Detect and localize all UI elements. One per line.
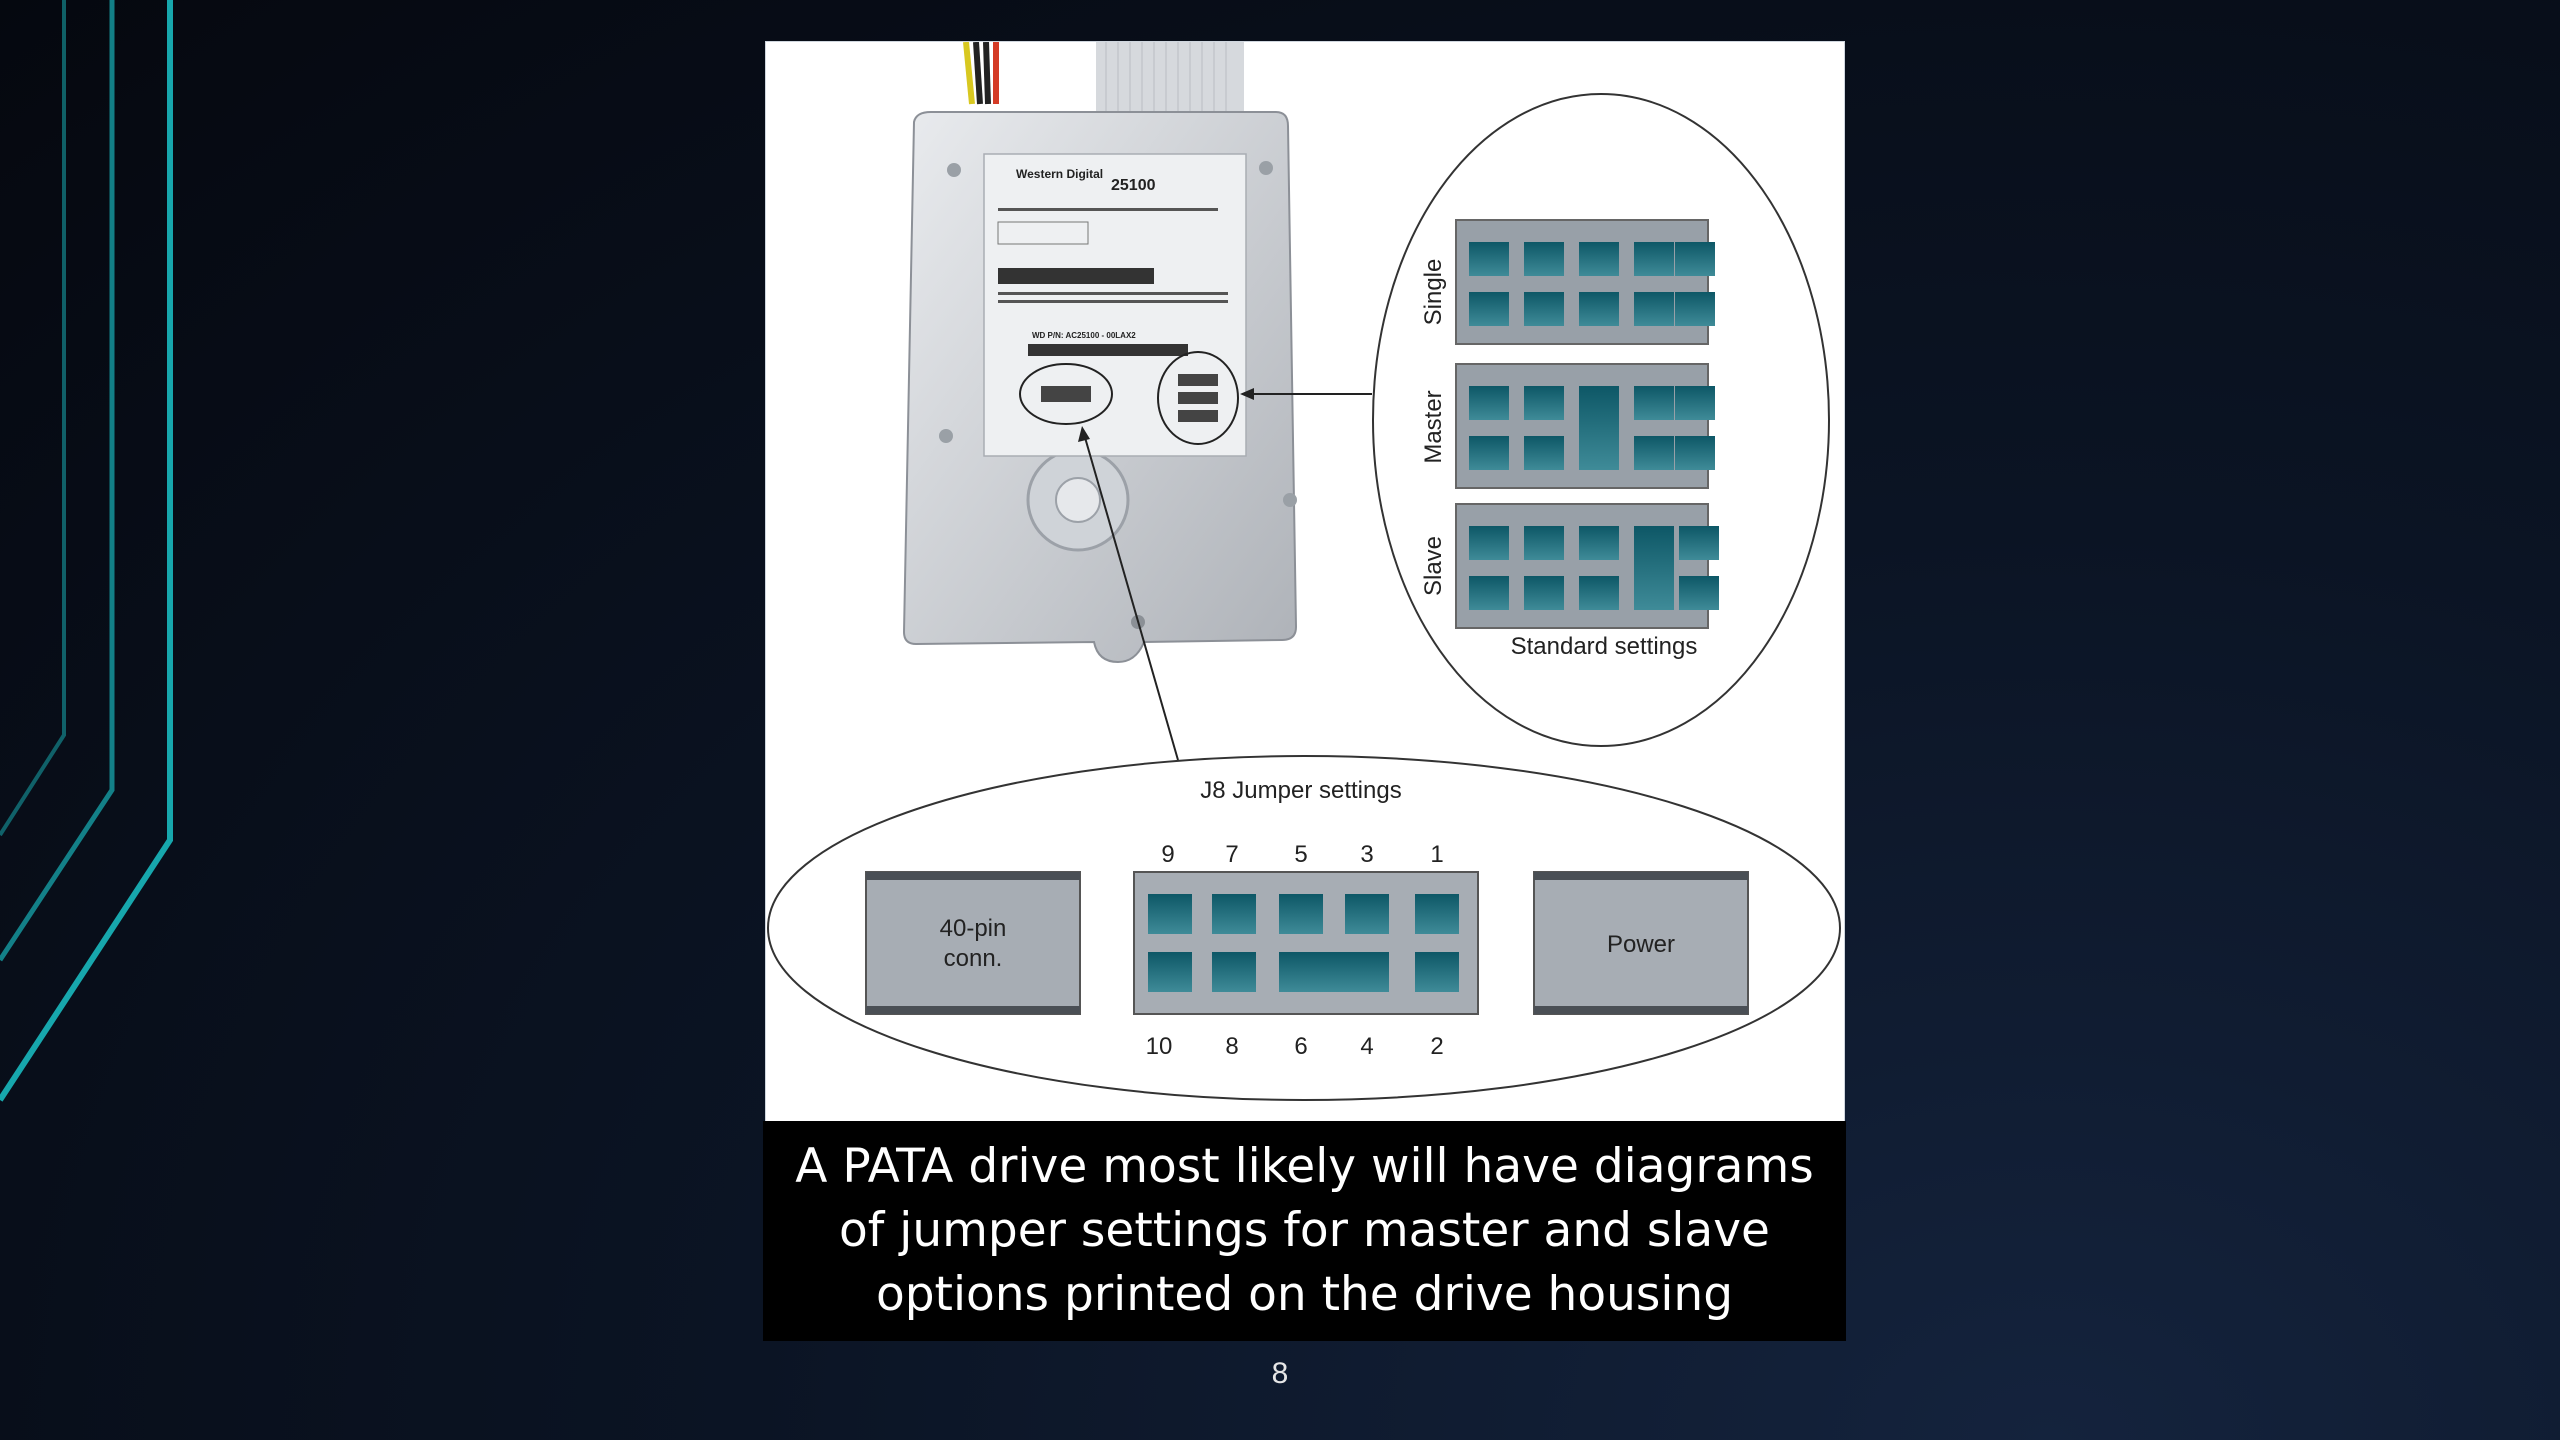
connector-label: Power <box>1607 931 1675 958</box>
pin-number: 6 <box>1294 1033 1307 1060</box>
arrowhead <box>1078 426 1090 442</box>
pin-number: 2 <box>1430 1033 1443 1060</box>
j8-jumper-block: 9 7 5 3 1 10 8 6 4 2 <box>1133 841 1479 1060</box>
ribbon-cable <box>1096 42 1244 118</box>
pin-number: 3 <box>1360 841 1373 868</box>
screw <box>947 163 961 177</box>
pin-number: 1 <box>1430 841 1443 868</box>
page-number: 8 <box>1271 1357 1289 1390</box>
slide-caption: A PATA drive most likely will have diagr… <box>795 1139 1814 1322</box>
hard-drive: Western Digital 25100 WD P/N: AC25100 - … <box>902 111 1298 664</box>
arrow-to-j8 <box>1083 433 1179 761</box>
pin-number: 5 <box>1294 841 1307 868</box>
pin-number: 9 <box>1161 841 1174 868</box>
connector-40-pin: 40-pin conn. <box>865 871 1081 1015</box>
screw <box>1259 161 1273 175</box>
drive-brand: Western Digital <box>1016 167 1103 181</box>
j8-settings-title: J8 Jumper settings <box>1200 777 1401 804</box>
setting-master: Master <box>1420 363 1715 489</box>
pin-number: 4 <box>1360 1033 1373 1060</box>
jumper-diagram: Western Digital 25100 WD P/N: AC25100 - … <box>767 41 1841 1101</box>
standard-settings-callout <box>1372 93 1830 747</box>
accent-line-2 <box>0 0 115 962</box>
screw <box>939 429 953 443</box>
label-j8-circle <box>1019 363 1113 425</box>
pin-number: 7 <box>1225 841 1238 868</box>
setting-label: Single <box>1420 259 1447 326</box>
label-standard-circle <box>1157 351 1239 445</box>
accent-line-1 <box>0 0 66 837</box>
connector-label-line-2: conn. <box>944 945 1003 972</box>
drive-part-number: WD P/N: AC25100 - 00LAX2 <box>1032 331 1136 340</box>
screw <box>1283 493 1297 507</box>
connector-label-line-1: 40-pin <box>940 915 1007 942</box>
setting-label: Master <box>1420 390 1447 463</box>
decorative-accent-lines <box>0 0 173 1102</box>
setting-label: Slave <box>1420 536 1447 596</box>
jumper-diagram-image: Western Digital 25100 WD P/N: AC25100 - … <box>765 41 1845 1123</box>
power-cable <box>963 41 999 105</box>
accent-line-3 <box>0 0 173 1102</box>
standard-settings-title: Standard settings <box>1511 633 1698 660</box>
caption-box: A PATA drive most likely will have diagr… <box>763 1121 1846 1341</box>
setting-single: Single <box>1420 219 1715 345</box>
arrowhead <box>1240 388 1254 400</box>
drive-model: 25100 <box>1111 177 1156 194</box>
j8-settings-callout <box>767 755 1841 1101</box>
pin-number: 10 <box>1146 1033 1173 1060</box>
drive-label-sticker <box>983 153 1247 457</box>
setting-slave: Slave <box>1420 503 1719 629</box>
pin-number: 8 <box>1225 1033 1238 1060</box>
connector-power: Power <box>1533 871 1749 1015</box>
